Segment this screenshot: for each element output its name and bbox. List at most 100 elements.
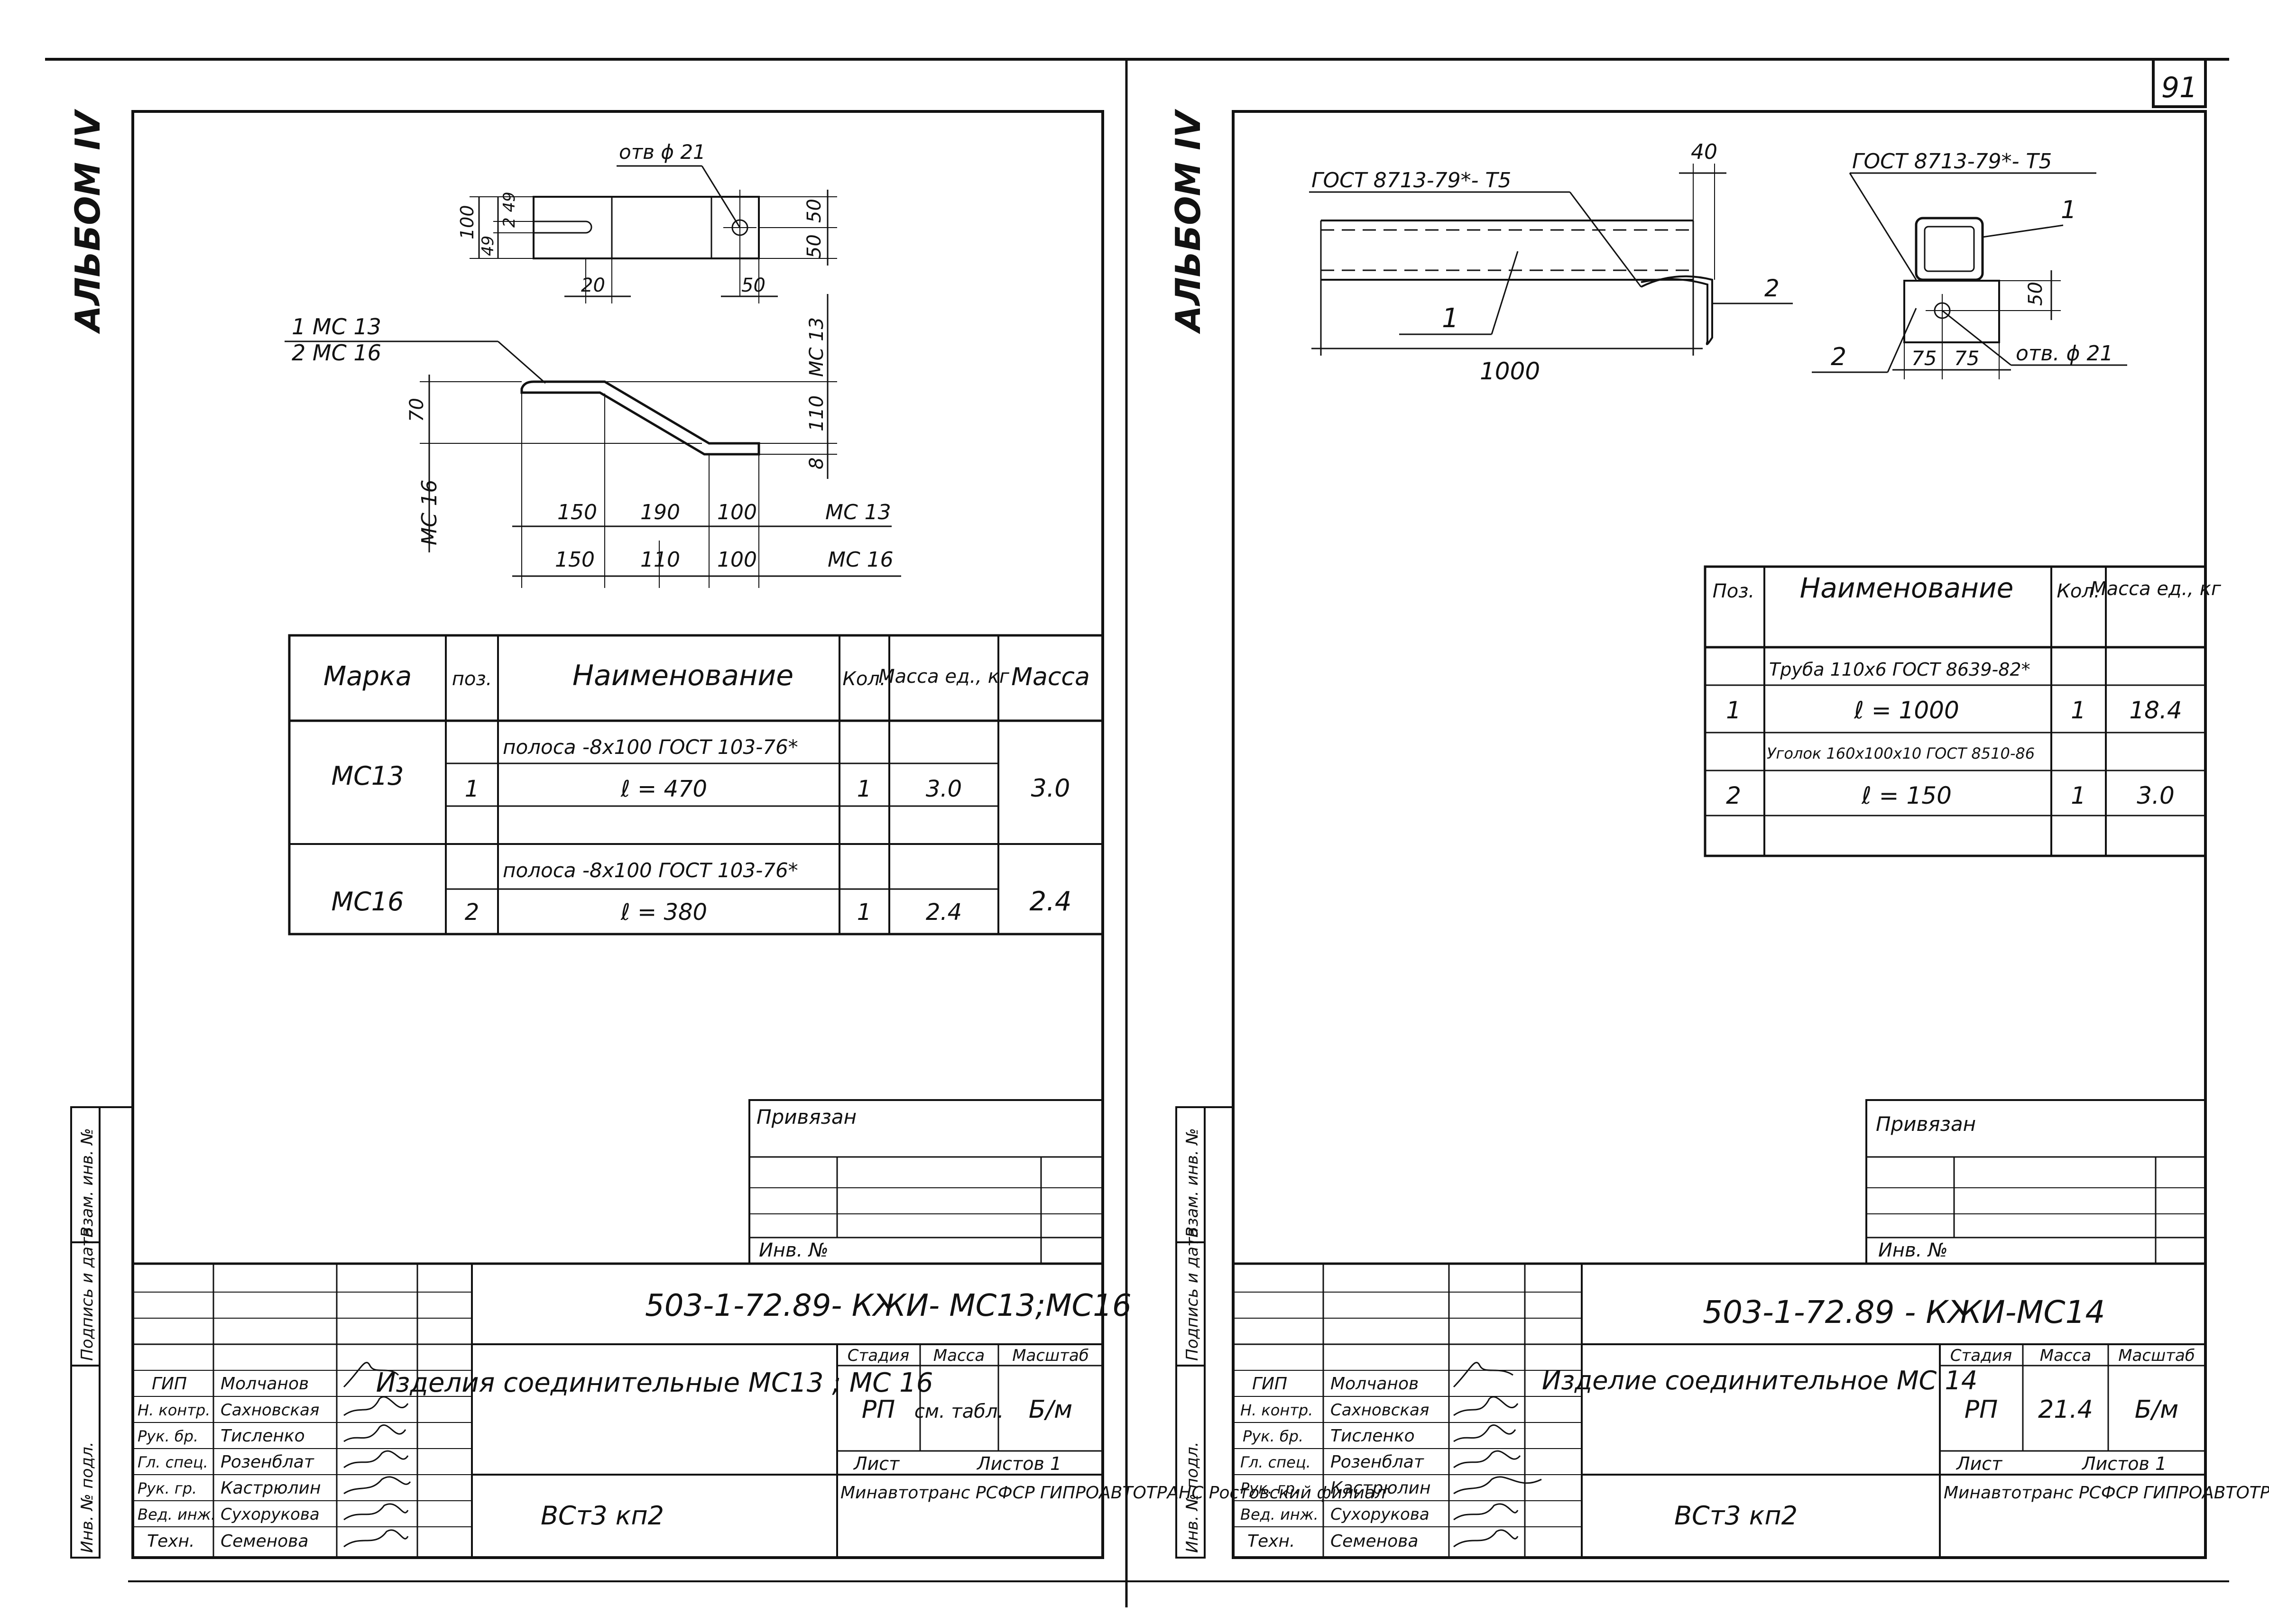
role-3: Гл. спец.: [138, 1453, 208, 1471]
g2-qty: 1: [857, 899, 872, 926]
row2-mark: МС 16: [828, 548, 894, 572]
g1-qty: 1: [857, 776, 872, 802]
label-mc16-vert: МС 16: [417, 479, 442, 545]
r-side-stamp-inv: Инв. № подл.: [1183, 1441, 1202, 1553]
code-left: 503-1-72.89- КЖИ- МС13;МС16: [645, 1288, 1132, 1323]
g2-mark: МС16: [331, 887, 404, 917]
stage-left: РП: [862, 1395, 895, 1424]
sheet-label-left: Лист: [853, 1453, 900, 1474]
r-hdr-pos: Поз.: [1713, 580, 1755, 602]
signatures-left: [343, 1362, 411, 1548]
side-stamp-vzam: Взам. инв. №: [78, 1128, 97, 1238]
r-name-4: Кастрюлин: [1330, 1478, 1430, 1498]
left-title-block: 503-1-72.89- КЖИ- МС13;МС16 Изделия соед…: [131, 1262, 1386, 1559]
left-strip-profile: 1 МС 13 2 МС 16 70 МС 16 МС 13 110 8: [285, 294, 901, 588]
org-right: Минавтотранс РСФСР ГИПРОАВТОТРАНС Ростов…: [1944, 1483, 2269, 1503]
left-side-stamp: Инв. № подл. Подпись и дата Взам. инв. №: [70, 1106, 133, 1559]
r-role-0: ГИП: [1252, 1374, 1287, 1394]
sheets-label-right: Листов 1: [2081, 1453, 2167, 1474]
org-left: Минавтотранс РСФСР ГИПРОАВТОТРАНС Ростов…: [840, 1483, 1386, 1503]
name-3: Розенблат: [221, 1452, 314, 1472]
signatures-right: [1453, 1362, 1542, 1548]
scale-label-left: Масштаб: [1012, 1346, 1089, 1365]
pos1-b: 1: [2061, 196, 2076, 224]
pos2-b: 2: [1831, 343, 1846, 371]
sheets-label-left: Листов 1: [976, 1453, 1061, 1474]
r-role-6: Техн.: [1247, 1532, 1295, 1551]
g1-pos: 1: [465, 776, 480, 802]
r-row3-pos: 2: [1726, 782, 1741, 809]
dim-100-left: 100: [457, 205, 478, 239]
dim-20: 20: [581, 275, 605, 296]
dim-50-right: 50: [2025, 282, 2047, 306]
hdr-pos: поз.: [452, 668, 492, 690]
r-row1-unit-mass: 18.4: [2129, 697, 2182, 724]
stage-label-right: Стадия: [1950, 1346, 2012, 1365]
name-4: Кастрюлин: [221, 1478, 321, 1498]
side-stamp-inv: Инв. № подл.: [78, 1441, 97, 1553]
r-name-5: Сухорукова: [1330, 1505, 1430, 1524]
r-role-5: Вед. инж.: [1240, 1505, 1319, 1523]
g2-name2: ℓ = 380: [620, 899, 707, 926]
dim-249: 2 49: [500, 192, 519, 228]
g2-name1: полоса -8х100 ГОСТ 103-76*: [503, 859, 798, 882]
right-sheet: Инв. № подл. Подпись и дата Взам. инв. №…: [1175, 110, 2269, 1559]
right-spec-table: Поз. Наименование Кол. Масса ед., кг Тру…: [1704, 565, 2222, 857]
material-right: ВСт3 кп2: [1674, 1501, 1798, 1531]
pos2-a: 2: [1764, 275, 1780, 302]
dim-8: 8: [806, 458, 828, 469]
stage-right: РП: [1965, 1395, 1998, 1424]
hdr-mass: Масса: [1011, 663, 1090, 691]
r-row1-name: ℓ = 1000: [1854, 697, 1959, 724]
r-row1-pos: 1: [1726, 697, 1741, 724]
mass-right: 21.4: [2038, 1395, 2093, 1424]
scale-left: Б/м: [1029, 1395, 1072, 1424]
stage-label-left: Стадия: [848, 1346, 909, 1365]
name-2: Тисленко: [221, 1426, 305, 1446]
right-side-stamp: Инв. № подл. Подпись и дата Взам. инв. №: [1175, 1106, 1233, 1559]
dim-1000: 1000: [1480, 358, 1540, 385]
dim-50-rb: 50: [803, 234, 825, 258]
r-row3-name: ℓ = 150: [1861, 782, 1952, 809]
row1-mark: МС 13: [825, 500, 891, 524]
role-5: Вед. инж.: [138, 1505, 216, 1523]
r-side-stamp-vzam: Взам. инв. №: [1183, 1128, 1202, 1238]
left-strip-plan: отв ϕ 21 100 2 49 49 50 50 20 50: [457, 140, 837, 303]
title-left: Изделия соединительные МС13 ; МС 16: [376, 1367, 933, 1398]
g1-name1: полоса -8х100 ГОСТ 103-76*: [503, 735, 798, 759]
r-name-1: Сахновская: [1330, 1401, 1429, 1420]
r-role-2: Рук. бр.: [1243, 1427, 1303, 1445]
g1-mark: МС13: [331, 761, 404, 791]
g2-unit-mass: 2.4: [926, 899, 962, 926]
side-stamp-sign: Подпись и дата: [78, 1227, 97, 1361]
r-hdr-qty: Кол.: [2057, 580, 2100, 602]
r-row0-name: Труба 110х6 ГОСТ 8639-82*: [1769, 659, 2030, 680]
gost-left: ГОСТ 8713-79*- Т5: [1311, 168, 1511, 193]
role-2: Рук. бр.: [138, 1427, 198, 1445]
scale-right: Б/м: [2135, 1395, 2178, 1424]
album-label-left: АЛЬБОМ IV: [68, 109, 108, 334]
mass-left: см. табл.: [914, 1401, 1004, 1422]
row1-b: 190: [640, 500, 680, 524]
inv-no-left: Инв. №: [759, 1239, 829, 1261]
sheet-label-right: Лист: [1955, 1453, 2003, 1474]
name-1: Сахновская: [221, 1401, 319, 1420]
code-right: 503-1-72.89 - КЖИ-МС14: [1703, 1294, 2105, 1330]
dim-50-bottom: 50: [741, 275, 766, 296]
right-pipe-section: ГОСТ 8713-79*- Т5 1 2 отв. ϕ 21 50 75: [1812, 149, 2127, 379]
pos1-a: 1: [1442, 303, 1459, 334]
r-name-3: Розенблат: [1330, 1452, 1424, 1472]
page-number-box: [2152, 58, 2207, 108]
label-mc13-vert: МС 13: [806, 317, 828, 377]
material-left: ВСт3 кп2: [541, 1501, 664, 1531]
right-pipe-side: ГОСТ 8713-79*- Т5 1000 40 1 2: [1309, 140, 1793, 385]
right-frame: [1232, 110, 2207, 1559]
g2-pos: 2: [465, 899, 480, 926]
role-4: Рук. гр.: [138, 1479, 197, 1497]
r-role-4: Рук. гр.: [1240, 1479, 1300, 1497]
r-role-3: Гл. спец.: [1240, 1453, 1311, 1471]
hdr-mark: Марка: [323, 661, 412, 692]
inv-no-right: Инв. №: [1878, 1239, 1948, 1261]
privyazan-right: Привязан: [1876, 1112, 1976, 1136]
